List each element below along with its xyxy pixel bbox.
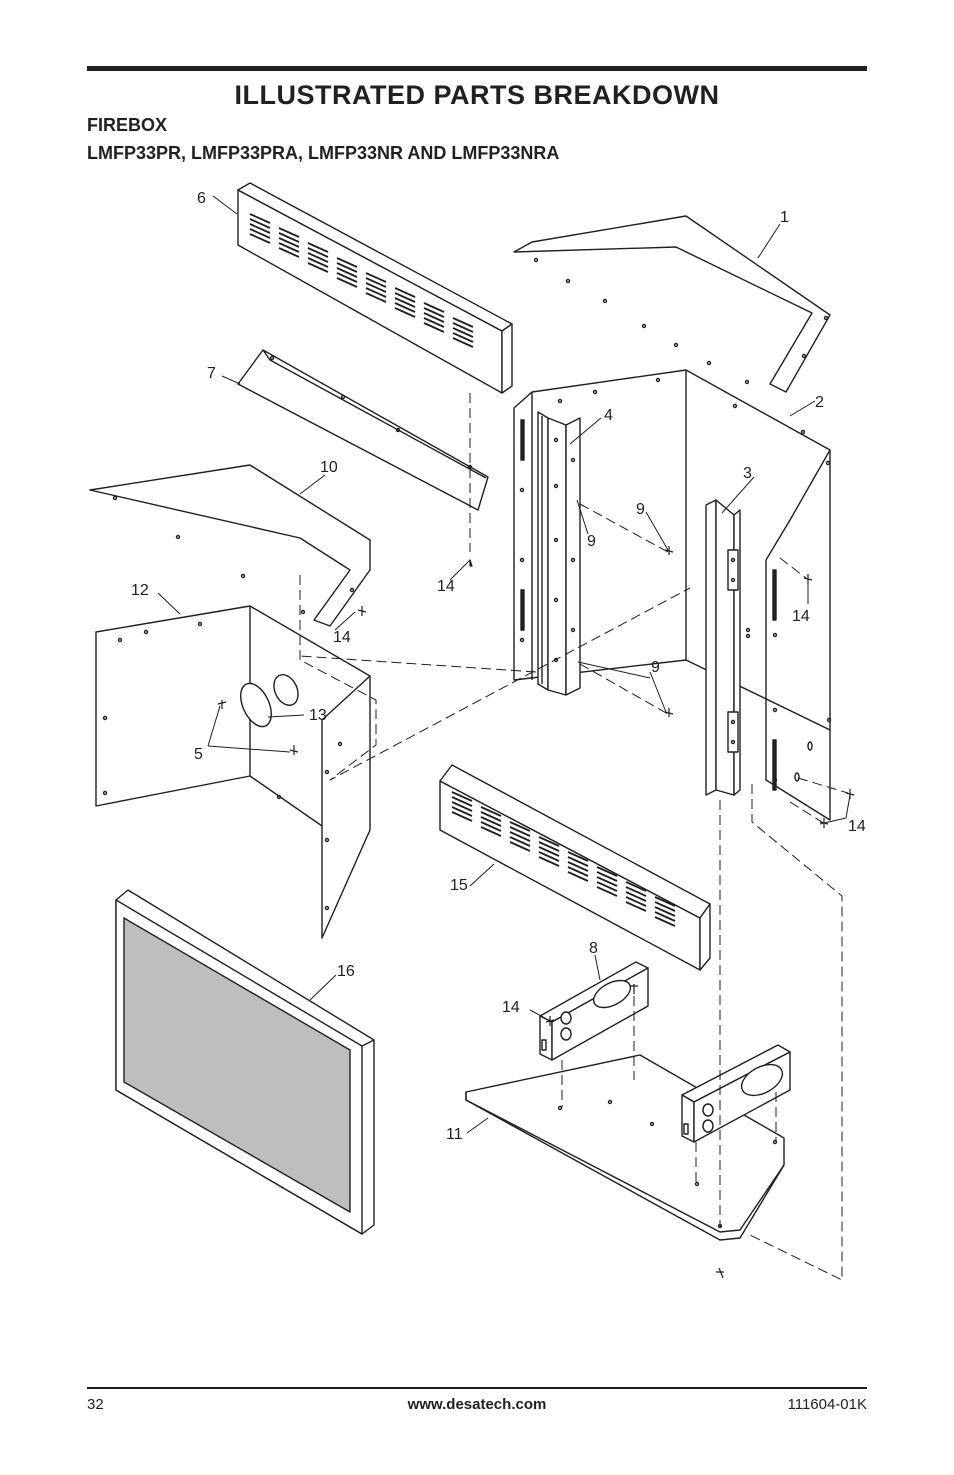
callout-5: 5: [194, 746, 203, 763]
alignment-lines: [299, 393, 849, 1281]
callout-10: 10: [320, 459, 338, 476]
callout-13: 13: [309, 707, 327, 724]
document-number: 111604-01K: [787, 1396, 867, 1413]
callout-2: 2: [815, 394, 824, 411]
callout-9-upper-right: 9: [636, 501, 645, 518]
callout-3: 3: [743, 465, 752, 482]
callout-9-upper-left: 9: [587, 533, 596, 550]
callout-14-right-bottom: 14: [848, 818, 866, 835]
leader-lines: [157, 195, 851, 1134]
callouts: 1 2 3 4 5 6 7 8 9 9 9 10 11 12 13 14 14 …: [131, 190, 866, 1143]
section-title: FIREBOX: [87, 115, 168, 135]
part-7-deflector: [237, 349, 489, 511]
models-title: LMFP33PR, LMFP33PRA, LMFP33NR AND LMFP33…: [87, 143, 560, 163]
page-title: ILLUSTRATED PARTS BREAKDOWN: [234, 80, 720, 110]
part-8-bracket-upper: [539, 961, 649, 1061]
part-16-glass-frame: [115, 889, 375, 1235]
callout-14-right-wall: 14: [792, 608, 810, 625]
part-12-left-wall: [95, 605, 371, 939]
part-10-left-top-panel: [89, 464, 371, 627]
callout-14-deflector: 14: [437, 578, 455, 595]
top-rule: [87, 66, 867, 71]
page-number: 32: [87, 1396, 104, 1413]
callout-14-bracket: 14: [502, 999, 520, 1016]
callout-4: 4: [604, 407, 613, 424]
callout-11: 11: [446, 1126, 463, 1143]
callout-6: 6: [197, 190, 206, 207]
part-1-top-panel: [513, 215, 831, 393]
part-3-right-channel: [705, 499, 751, 796]
website-link[interactable]: www.desatech.com: [407, 1396, 547, 1413]
callout-9-lower: 9: [651, 659, 660, 676]
callout-12: 12: [131, 582, 149, 599]
bottom-rule: [87, 1387, 867, 1389]
part-8-bracket-lower: [681, 1044, 791, 1143]
callout-7: 7: [207, 365, 216, 382]
callout-16: 16: [337, 963, 355, 980]
callout-8: 8: [589, 940, 598, 957]
part-4-left-channel: [537, 411, 581, 696]
callout-14-left-top: 14: [333, 629, 351, 646]
callout-1: 1: [780, 209, 789, 226]
callout-15: 15: [450, 877, 468, 894]
part-15-bottom-louver: [439, 764, 711, 971]
part-6-top-louver: [237, 182, 513, 394]
